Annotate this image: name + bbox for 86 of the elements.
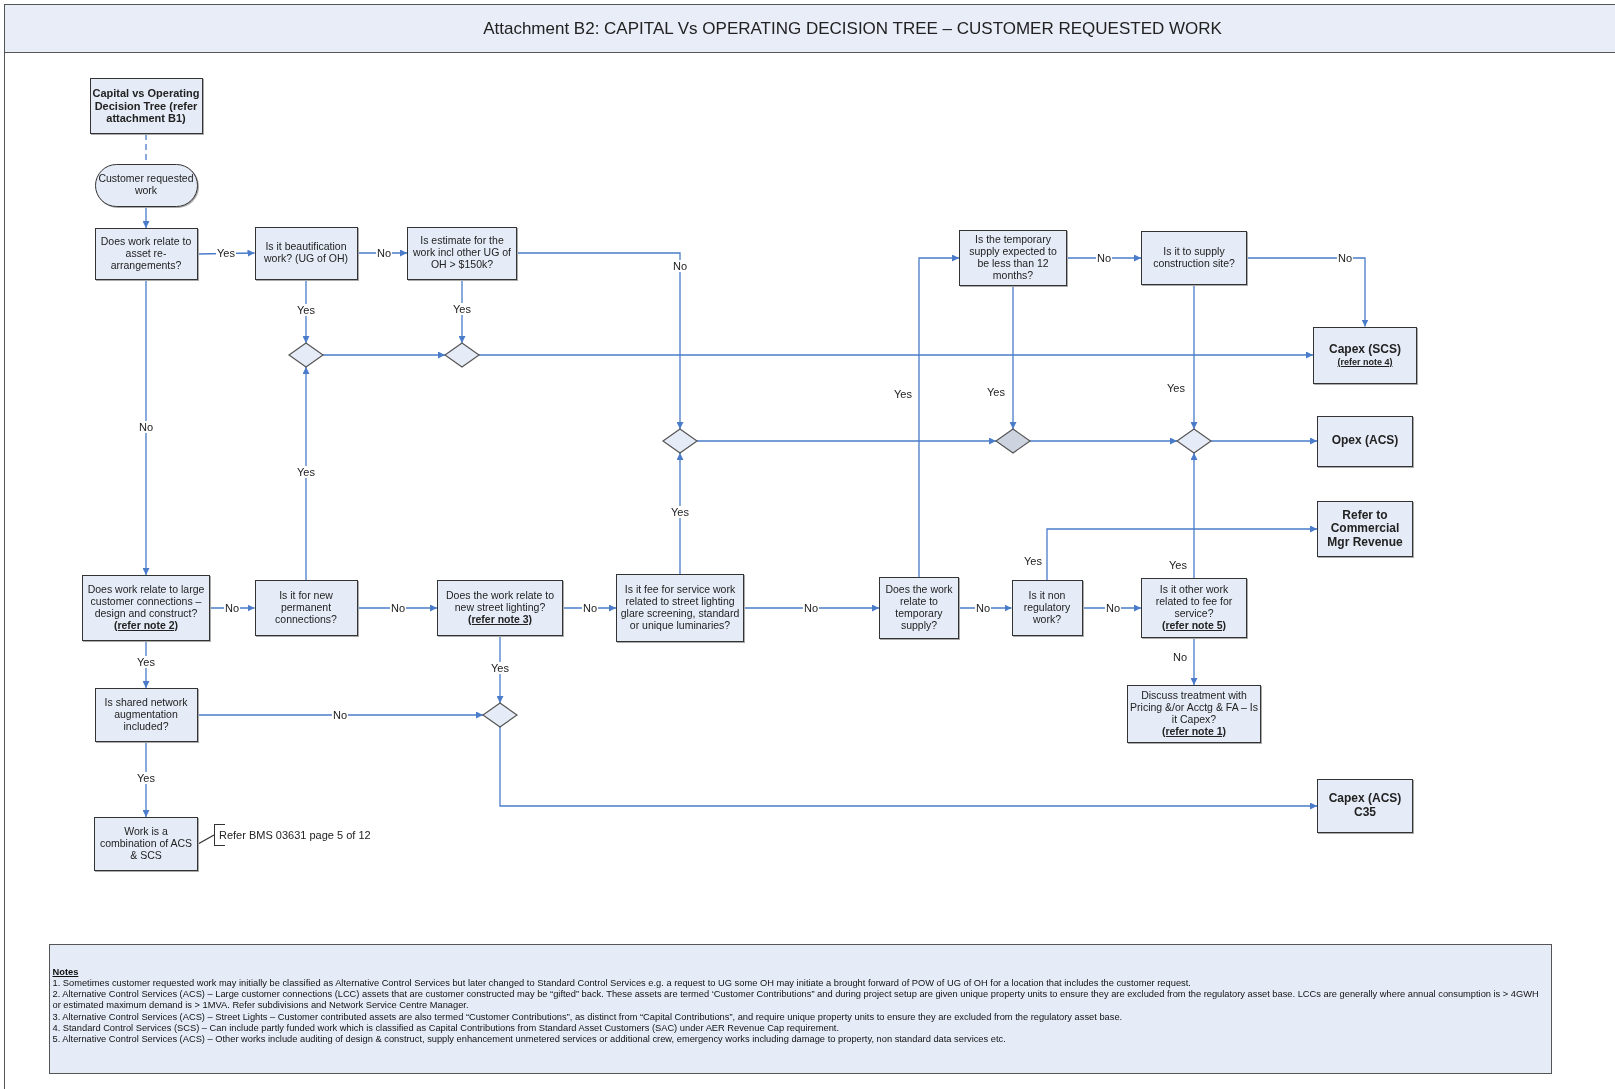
process-box: Is the temporary supply expected to be less than 12 months?: [959, 230, 1067, 286]
process-box: Work is a combination of ACS & SCS: [94, 817, 198, 871]
edge-label: Yes: [296, 465, 316, 479]
note-text: 5. Alternative Control Services (ACS) – Other works include auditing of design & construct, supply enhancement unmetered services or additional crew, emergency works including damage to property, non standard data services etc.: [52, 1033, 1007, 1046]
connector-arrow: [142, 640, 150, 689]
edge-label: No: [1336, 251, 1354, 265]
notes-heading: Notes: [52, 967, 80, 979]
process-box: Is it beautification work? (UG of OH): [254, 226, 358, 280]
edge-label: Yes: [893, 387, 913, 401]
edge-label: No: [137, 420, 155, 434]
connector-arrow: [1009, 285, 1017, 430]
box-title: Capex (SCS): [1329, 343, 1401, 357]
annotation-note: Refer BMS 03631 page 5 of 12: [214, 824, 386, 846]
connector-arrow: [142, 205, 150, 229]
connector-arrow: [302, 366, 310, 581]
connector-arrow: [478, 351, 1314, 359]
note-text: 2. Alternative Control Services (ACS) – Large customer connections (LCC) assets that are customer constructed may be “gifted” back. These assets are termed ‘Customer Contributions” and during project setup are given unique property units to ensure they are excluded from the regulatory asset base. LCCs are generally where annual consumption is > 4GWH or estimated maximum demand is > 1MVA. Refer subdivisions and Network Service Centre Manager.: [52, 989, 1540, 1012]
edge-label: Yes: [490, 661, 510, 675]
connector-arrow: [499, 726, 1318, 810]
note-text: 1. Sometimes customer requested work may initially be classified as Alternative Control Services but later changed to Standard Control Services e.g. a request to UG some OH may initiate a brought forward of POW of UG of OH for a location that includes the customer request.: [52, 978, 1192, 990]
process-box: Capital vs Operating Decision Tree (refer attachment B1): [89, 78, 203, 134]
edge-label: Yes: [296, 303, 316, 317]
process-box: Is it fee for service work related to street lighting glare screening, standard or unique luminaries?: [616, 574, 744, 642]
connector-arrow: [458, 278, 466, 344]
edge-label: No: [581, 601, 599, 615]
connector-arrow: [1210, 437, 1318, 445]
edge-label: No: [671, 259, 689, 273]
process-box: Is it for new permanent connections?: [254, 580, 358, 636]
edge-label: Yes: [1168, 558, 1188, 572]
edge-label: Yes: [216, 246, 236, 260]
diagram-title: Attachment B2: CAPITAL Vs OPERATING DECISION TREE – CUSTOMER REQUESTED WORK: [483, 18, 1222, 39]
note-text: 3. Alternative Control Services (ACS) – Street Lights – Customer contributed assets are also termed “Customer Contributions”, as distinct from “Capital Contributions”, and require unique property units to ensure they are excluded from the regulatory asset base.: [52, 1011, 1124, 1023]
connector-arrow: [1190, 637, 1198, 686]
note-text: 4. Standard Control Services (SCS) – Can include partly funded work which is classified as Capital Contributions from Standard Asset Customers (SAC) under AER Revenue Cap requirement.: [52, 1022, 840, 1034]
edge-label: No: [1104, 601, 1122, 615]
process-box: Is estimate for the work incl other UG of OH > $150k?: [407, 226, 517, 280]
note-reference: (refer note 4): [1337, 356, 1393, 367]
edge-label: Yes: [986, 385, 1006, 399]
connector-arrow: [1081, 604, 1142, 612]
edge-label: No: [802, 601, 820, 615]
connector-arrow: [1066, 254, 1142, 262]
connector-arrow: [918, 254, 960, 578]
connector-arrow: [196, 711, 484, 719]
edge-label: No: [375, 246, 393, 260]
connector-arrow: [302, 278, 310, 344]
connector-arrow: [1190, 452, 1198, 579]
edge-label: Yes: [1023, 554, 1043, 568]
connector-arrow: [1046, 525, 1318, 581]
process-box: Does work relate to asset re-arrangements?: [94, 228, 198, 280]
edge-label: Yes: [1166, 381, 1186, 395]
process-box: Is it other work related to fee for service? (refer note 5): [1141, 578, 1247, 638]
callout-line: [197, 834, 215, 845]
outcome-box: [1313, 326, 1417, 384]
connector-arrow: [696, 437, 997, 445]
edge-label: No: [1095, 251, 1113, 265]
connector-arrow: [496, 635, 504, 704]
connector-arrow: [322, 351, 446, 359]
edge-label: No: [1171, 650, 1189, 664]
edge-label: Yes: [136, 771, 156, 785]
connector-arrow: [1246, 257, 1369, 328]
edge-label: Yes: [670, 505, 690, 519]
connector-arrow: [142, 279, 150, 576]
edge-label: Yes: [136, 655, 156, 669]
edge-label: No: [223, 601, 241, 615]
edge-label: No: [974, 601, 992, 615]
process-box: Does work relate to large customer connections – design and construct? (refer note 2): [82, 575, 210, 641]
process-box: Is it non regulatory work?: [1011, 580, 1083, 636]
process-box: Discuss treatment with Pricing &/or Acctg & FA – Is it Capex? (refer note 1): [1127, 685, 1261, 743]
connector-arrow: [1029, 437, 1178, 445]
connector-arrow: [1190, 284, 1198, 430]
connector-arrow: [676, 452, 684, 575]
outcome-box: Refer to Commercial Mgr Revenue: [1317, 501, 1413, 557]
edge-label: No: [331, 708, 349, 722]
notes-panel: [48, 944, 1552, 1074]
edge-label: No: [389, 601, 407, 615]
process-box: Does the work relate to temporary supply?: [879, 577, 959, 639]
connector-arrow: [516, 252, 684, 430]
terminator-box: Customer requested work: [94, 163, 198, 207]
process-box: Does the work relate to new street lighting? (refer note 3): [437, 580, 563, 636]
process-box: Is shared network augmentation included?: [94, 688, 198, 742]
edge-label: Yes: [452, 302, 472, 316]
process-box: Is it to supply construction site?: [1141, 231, 1247, 285]
connector-arrow: [743, 604, 880, 612]
outcome-box: Capex (ACS) C35: [1317, 779, 1413, 833]
outcome-box: Opex (ACS): [1317, 415, 1413, 467]
connector-arrow: [142, 741, 150, 818]
